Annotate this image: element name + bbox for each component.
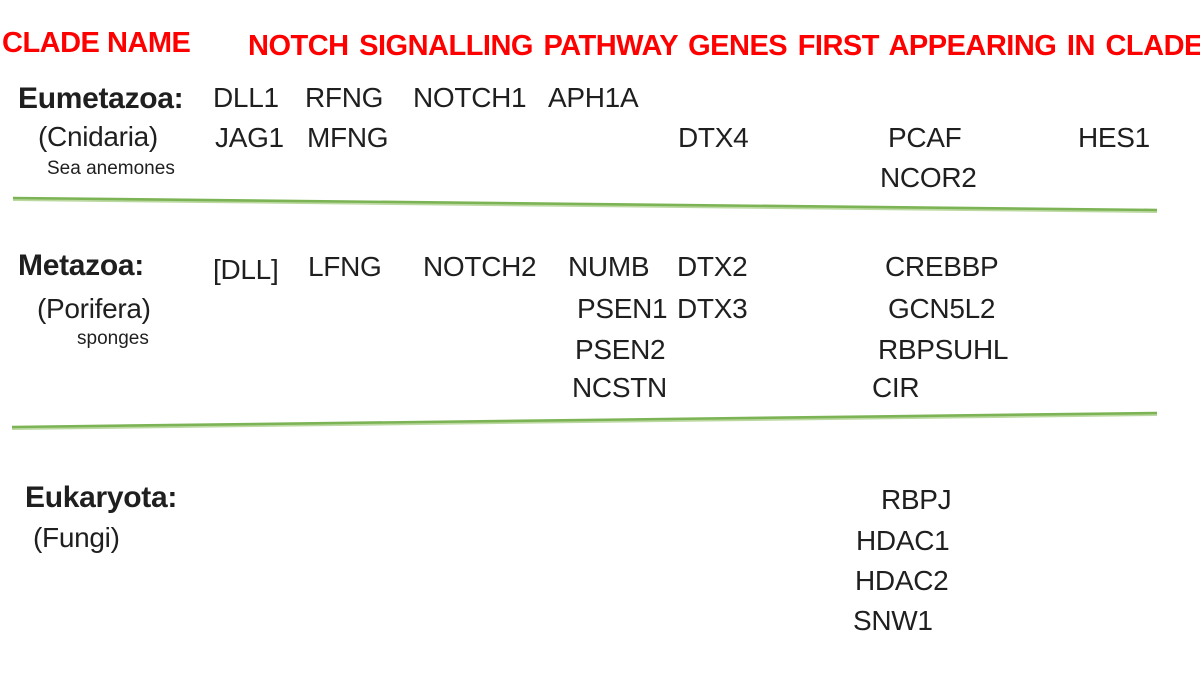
divider-line-2-light — [11, 414, 1158, 430]
gene-psen1: PSEN1 — [577, 293, 668, 324]
divider-line-1 — [12, 196, 1158, 212]
gene-snw1: SNW1 — [853, 605, 933, 636]
subclade-fungi: (Fungi) — [33, 522, 120, 553]
gene-rfng: RFNG — [305, 82, 384, 113]
clade-label-eumetazoa: Eumetazoa: — [18, 82, 184, 115]
gene-jag1: JAG1 — [215, 122, 284, 153]
gene-cir: CIR — [872, 372, 920, 403]
gene-rbpsuhl: RBPSUHL — [878, 334, 1009, 365]
gene-hdac2: HDAC2 — [855, 565, 949, 596]
clade-label-metazoa: Metazoa: — [18, 249, 144, 282]
common-name-sponges: sponges — [77, 328, 149, 349]
gene-psen2: PSEN2 — [575, 334, 666, 365]
gene-ncor2: NCOR2 — [880, 162, 977, 193]
gene-dll-bracket: [DLL] — [213, 254, 279, 285]
gene-ncstn: NCSTN — [572, 372, 667, 403]
gene-dtx3: DTX3 — [677, 293, 748, 324]
gene-crebbp: CREBBP — [885, 251, 999, 282]
gene-dtx4: DTX4 — [678, 122, 749, 153]
subclade-porifera: (Porifera) — [37, 293, 151, 324]
subclade-cnidaria: (Cnidaria) — [38, 121, 158, 152]
gene-mfng: MFNG — [307, 122, 389, 153]
common-name-sea-anemones: Sea anemones — [47, 158, 175, 179]
divider-line-2 — [11, 411, 1158, 429]
clade-name-header: CLADE NAME — [2, 27, 191, 59]
gene-gcn5l2: GCN5L2 — [888, 293, 996, 324]
clade-label-eukaryota: Eukaryota: — [25, 481, 178, 514]
divider-line-1-light — [12, 199, 1158, 213]
gene-rbpj: RBPJ — [881, 484, 952, 515]
gene-notch1: NOTCH1 — [413, 82, 527, 113]
gene-aph1a: APH1A — [548, 82, 639, 113]
gene-hes1: HES1 — [1078, 122, 1150, 153]
gene-lfng: LFNG — [308, 251, 382, 282]
gene-dll1: DLL1 — [213, 82, 279, 113]
gene-notch2: NOTCH2 — [423, 251, 537, 282]
gene-numb: NUMB — [568, 251, 650, 282]
gene-pcaf: PCAF — [888, 122, 962, 153]
pathway-genes-header: NOTCH SIGNALLING PATHWAY GENES FIRST APP… — [248, 30, 1200, 62]
gene-hdac1: HDAC1 — [856, 525, 950, 556]
gene-dtx2: DTX2 — [677, 251, 748, 282]
